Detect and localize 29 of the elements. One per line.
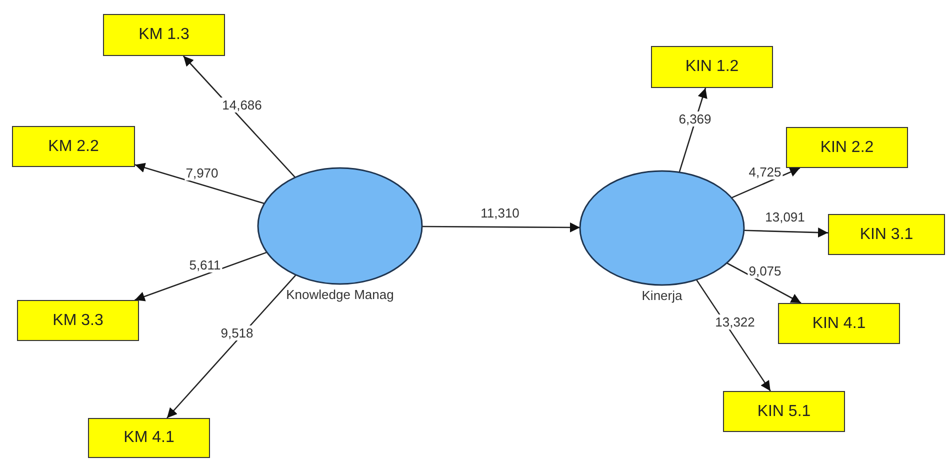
edge-label: 5,611 xyxy=(188,258,222,272)
indicator-box: KM 4.1 xyxy=(88,418,210,458)
arrow xyxy=(166,274,296,418)
arrow xyxy=(744,228,828,238)
indicator-box: KM 2.2 xyxy=(12,126,135,167)
edge-label: 6,369 xyxy=(678,112,712,126)
construct-label: Knowledge Manag xyxy=(285,287,395,302)
edge-label: 14,686 xyxy=(221,98,263,112)
arrow xyxy=(134,162,265,204)
indicator-box: KIN 3.1 xyxy=(828,214,945,255)
edge-label: 9,518 xyxy=(220,326,254,340)
edge-label: 7,970 xyxy=(184,166,220,180)
edge-label: 4,725 xyxy=(748,164,782,180)
edge-label: 13,322 xyxy=(714,314,756,330)
arrow xyxy=(422,222,580,232)
indicator-box: KM 1.3 xyxy=(103,14,225,56)
indicator-box: KIN 5.1 xyxy=(723,391,845,432)
arrow xyxy=(182,56,296,178)
indicator-box: KM 3.3 xyxy=(17,300,139,341)
construct-label: Kinerja xyxy=(640,288,684,303)
edge-label: 13,091 xyxy=(764,210,806,224)
indicator-box: KIN 4.1 xyxy=(778,303,900,344)
indicator-box: KIN 1.2 xyxy=(651,46,773,88)
edge-label: 9,075 xyxy=(748,264,782,278)
edge-label: 11,310 xyxy=(480,206,520,220)
arrow xyxy=(726,262,802,304)
indicator-box: KIN 2.2 xyxy=(786,127,908,168)
arrow xyxy=(731,167,800,198)
arrow xyxy=(134,252,268,302)
